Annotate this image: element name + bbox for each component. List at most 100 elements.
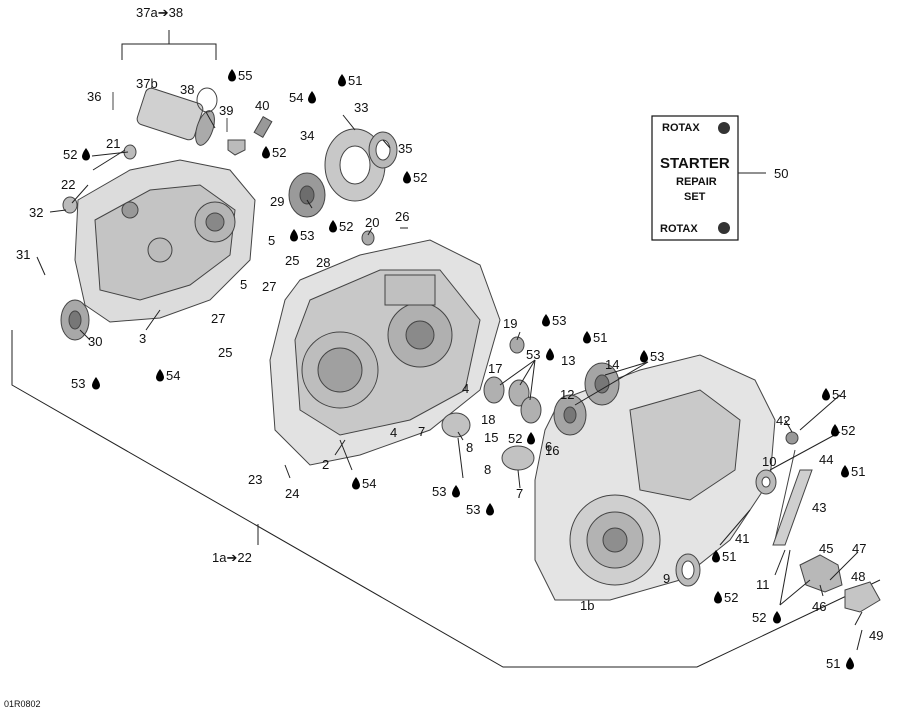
- callout-4a: 4: [462, 381, 469, 396]
- drop-icon: [338, 74, 346, 87]
- drop-icon: [92, 377, 100, 390]
- starter-group-label: 37a➔38: [136, 5, 183, 20]
- callout-32: 32: [29, 205, 43, 220]
- callout-8b: 8: [484, 462, 491, 477]
- kit-title-line2: REPAIR: [676, 176, 717, 188]
- callout-39: 39: [219, 103, 233, 118]
- lube-52-b: 52: [272, 145, 286, 160]
- lube-54-d: 54: [832, 387, 846, 402]
- lube-52-a: 52: [63, 147, 77, 162]
- callout-5b: 5: [240, 277, 247, 292]
- drop-icon: [262, 146, 270, 159]
- callout-48: 48: [851, 569, 865, 584]
- center-crankcase: [269, 239, 501, 466]
- callout-14: 14: [605, 357, 619, 372]
- callout-26: 26: [395, 209, 409, 224]
- callout-46: 46: [812, 599, 826, 614]
- lube-51-c: 51: [851, 464, 865, 479]
- callout-40: 40: [255, 98, 269, 113]
- callout-24: 24: [285, 486, 299, 501]
- leader-lines: [36, 111, 863, 651]
- lube-51-b: 51: [593, 330, 607, 345]
- callout-7a: 7: [418, 424, 425, 439]
- lube-53-e: 53: [650, 349, 664, 364]
- callout-31: 31: [16, 247, 30, 262]
- callout-43: 43: [812, 500, 826, 515]
- drop-icon: [403, 171, 411, 184]
- drop-icon: [546, 348, 554, 361]
- callout-27b: 27: [211, 311, 225, 326]
- lube-51-d: 51: [722, 549, 736, 564]
- callout-37b: 37b: [136, 76, 158, 91]
- callout-4b: 4: [390, 425, 397, 440]
- lube-52-h: 52: [752, 610, 766, 625]
- callout-50: 50: [774, 166, 788, 181]
- kit-title-line3: SET: [684, 191, 706, 203]
- drop-icon: [82, 148, 90, 161]
- callout-44: 44: [819, 452, 833, 467]
- callout-41: 41: [735, 531, 749, 546]
- drop-icon: [329, 220, 337, 233]
- lube-53-c: 53: [552, 313, 566, 328]
- housing-group-leader: [11, 330, 881, 668]
- drop-icon: [841, 465, 849, 478]
- starter-repair-kit-box: ROTAX STARTER REPAIR SET ROTAX: [651, 115, 766, 241]
- drop-icon: [352, 477, 360, 490]
- callout-5a: 5: [268, 233, 275, 248]
- callout-13: 13: [561, 353, 575, 368]
- drop-icon: [846, 657, 854, 670]
- lube-55: 55: [238, 68, 252, 83]
- starter-motor: [112, 87, 218, 146]
- callout-28: 28: [316, 255, 330, 270]
- callout-34: 34: [300, 128, 314, 143]
- callout-25b: 25: [218, 345, 232, 360]
- lube-51-a: 51: [348, 73, 362, 88]
- callout-49: 49: [869, 628, 883, 643]
- drop-icon: [773, 611, 781, 624]
- callout-29: 29: [270, 194, 284, 209]
- callout-8a: 8: [466, 440, 473, 455]
- callout-11: 11: [756, 577, 770, 592]
- lube-54-a: 54: [289, 90, 303, 105]
- drop-icon: [542, 314, 550, 327]
- callout-38: 38: [180, 82, 194, 97]
- callout-45: 45: [819, 541, 833, 556]
- housing-group-label: 1a➔22: [212, 550, 252, 565]
- lube-52-f: 52: [841, 423, 855, 438]
- drop-icon: [156, 369, 164, 382]
- callout-42: 42: [776, 413, 790, 428]
- drop-icon: [228, 69, 236, 82]
- lube-51-e: 51: [826, 656, 840, 671]
- drop-icon: [308, 91, 316, 104]
- lube-53-b: 53: [71, 376, 85, 391]
- callout-numbers: 1b 2 3 4 4 5 5 6 7 7 8 8 9 10 11 12 13 1…: [16, 76, 883, 643]
- callout-47: 47: [852, 541, 866, 556]
- callout-23: 23: [248, 472, 262, 487]
- callout-22: 22: [61, 177, 75, 192]
- starter-group-bracket: [121, 30, 217, 60]
- diagram-code: 01R0802: [4, 699, 41, 709]
- callout-6: 6: [545, 439, 552, 454]
- callout-33: 33: [354, 100, 368, 115]
- drop-icon: [822, 388, 830, 401]
- drop-icon: [640, 350, 648, 363]
- kit-brand-top: ROTAX: [662, 122, 700, 134]
- lube-52-e: 52: [508, 431, 522, 446]
- left-crankcase-half: [74, 159, 256, 323]
- kit-brand-bottom: ROTAX: [660, 223, 698, 235]
- right-crankcase-cover: [534, 354, 776, 601]
- lube-53-g: 53: [466, 502, 480, 517]
- callout-3: 3: [139, 331, 146, 346]
- lube-52-d: 52: [339, 219, 353, 234]
- drop-icon: [290, 229, 298, 242]
- callout-36: 36: [87, 89, 101, 104]
- callout-27a: 27: [262, 279, 276, 294]
- drop-icon: [583, 331, 591, 344]
- callout-18: 18: [481, 412, 495, 427]
- callout-21: 21: [106, 136, 120, 151]
- lube-54-b: 54: [166, 368, 180, 383]
- callout-15: 15: [484, 430, 498, 445]
- callout-7b: 7: [516, 486, 523, 501]
- drop-icon: [714, 591, 722, 604]
